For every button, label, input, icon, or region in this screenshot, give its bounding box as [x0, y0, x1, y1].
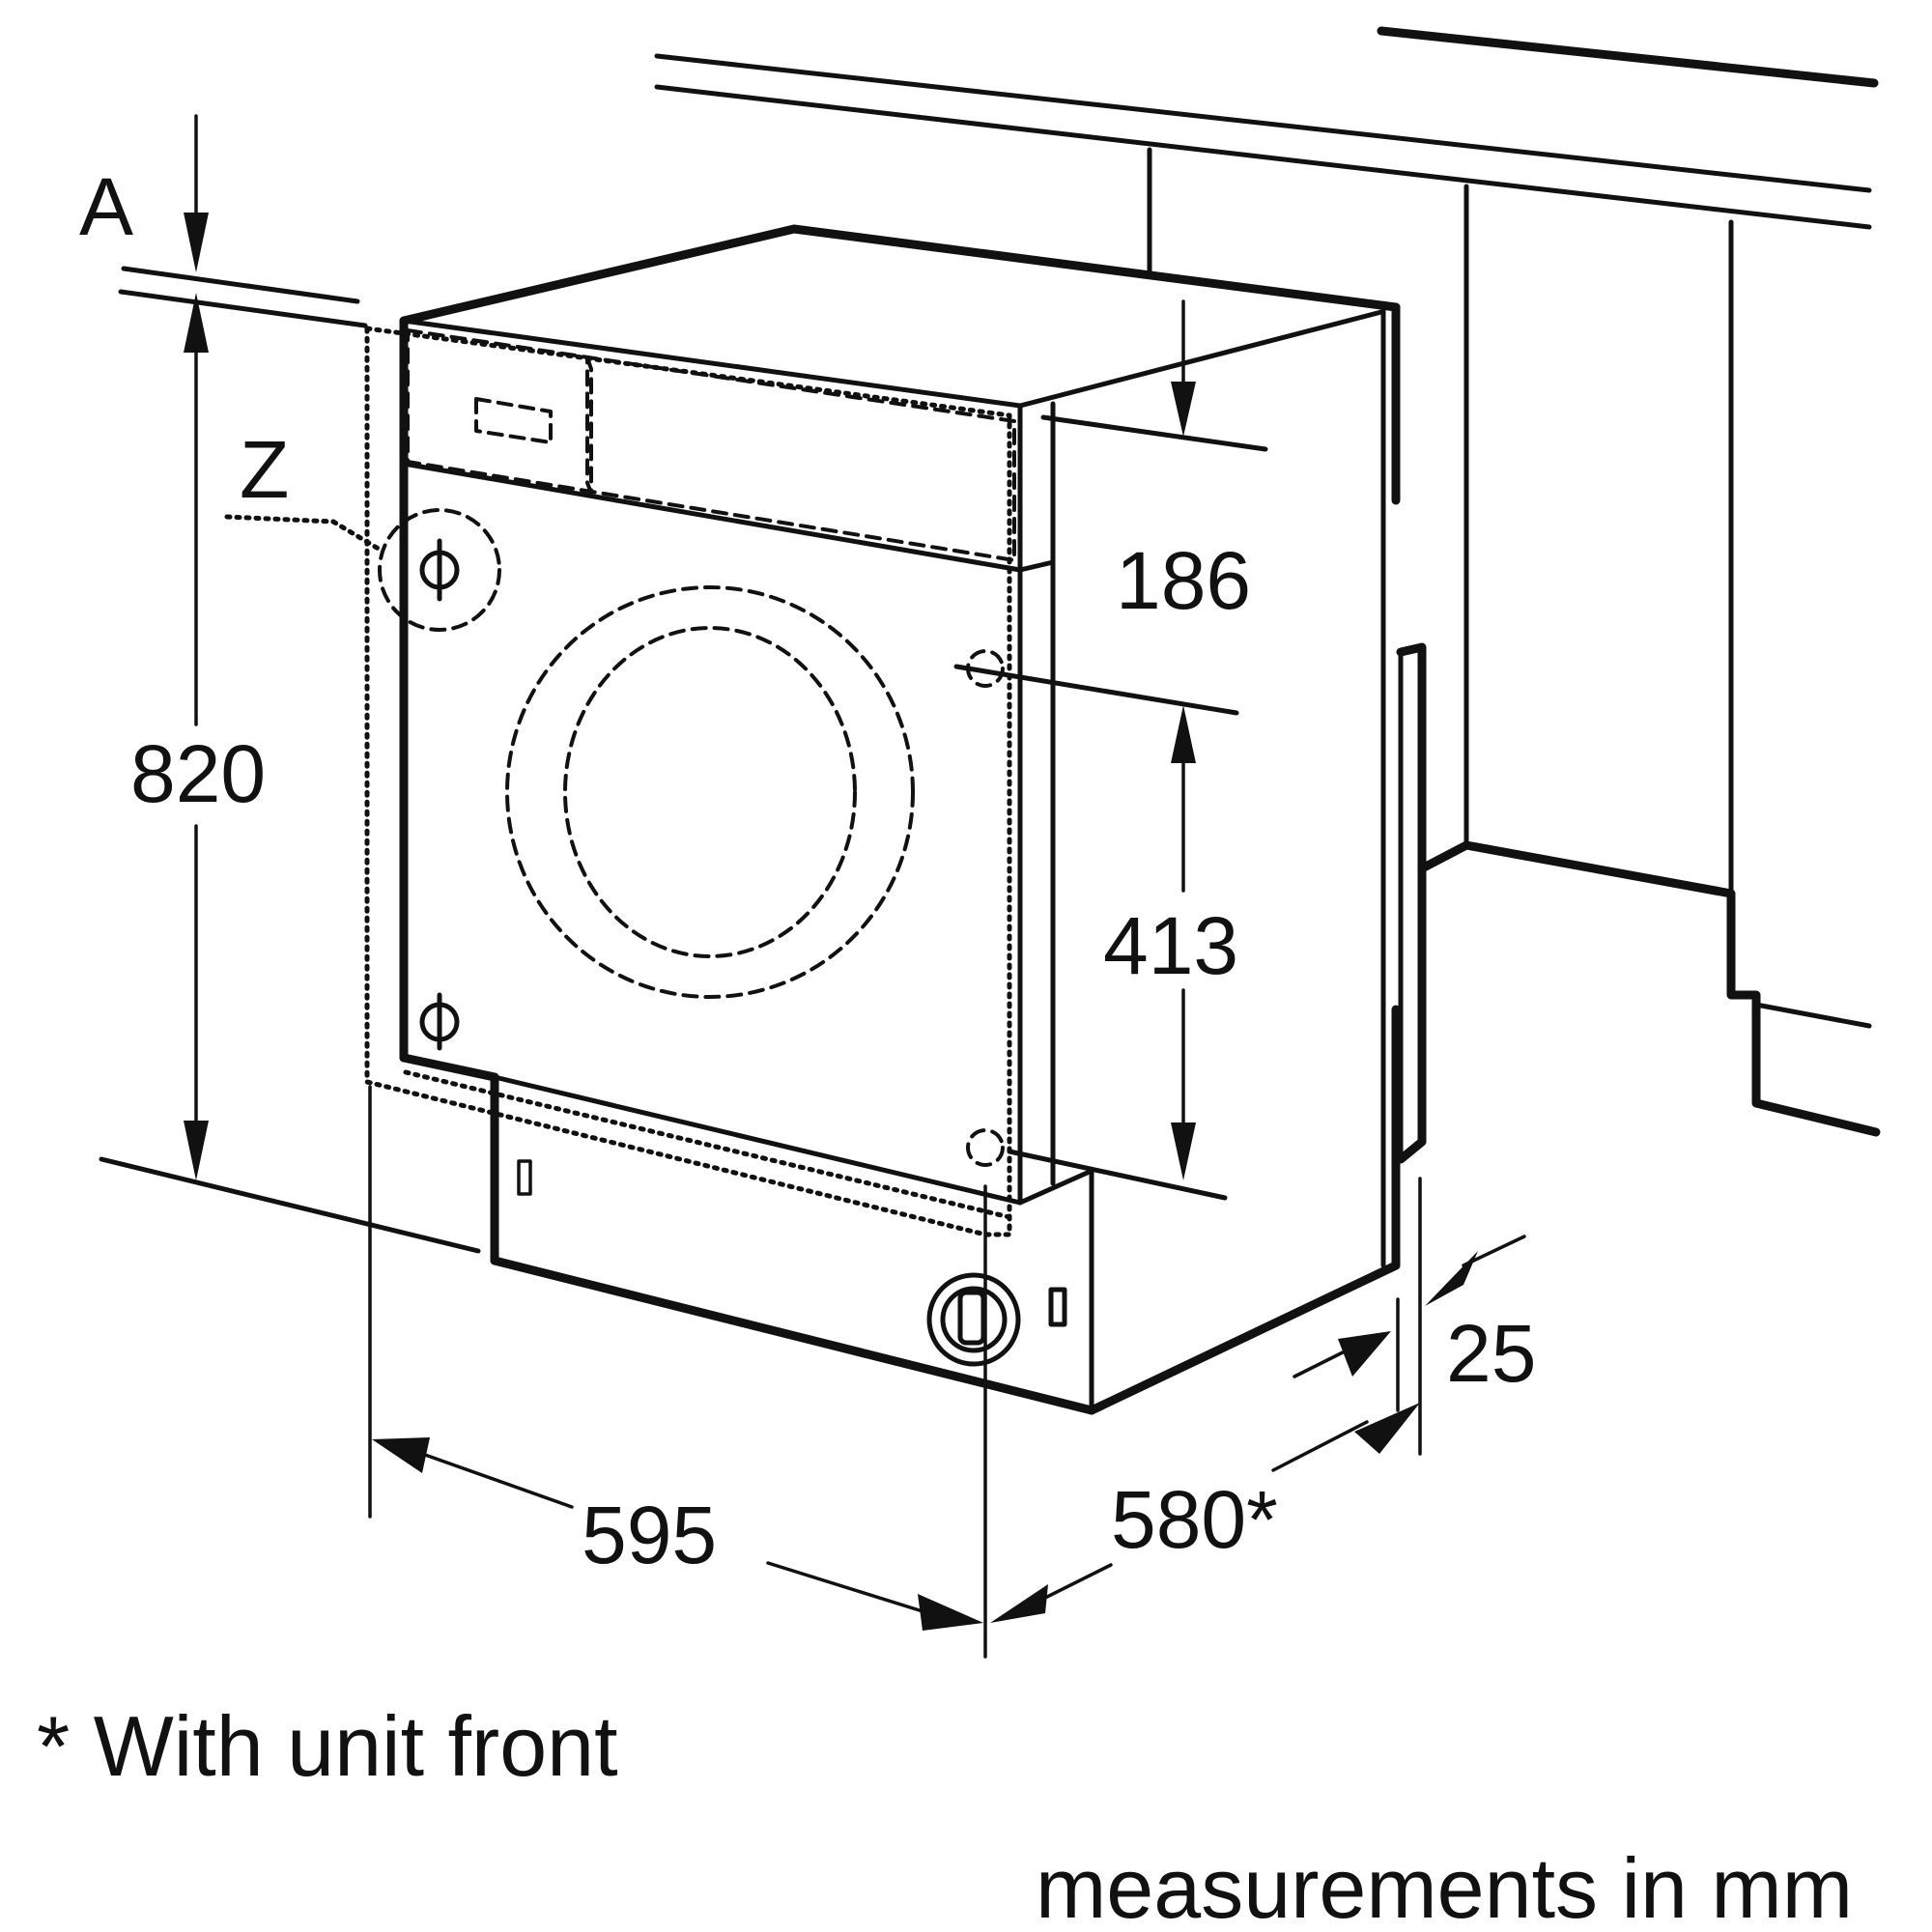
label-height: 820 — [130, 728, 266, 819]
label-width: 595 — [582, 1490, 717, 1580]
label-corner-z: Z — [240, 424, 289, 515]
label-depth: 580* — [1111, 1474, 1278, 1565]
label-door-zone: 413 — [1103, 900, 1238, 991]
label-gap: 25 — [1446, 1308, 1536, 1399]
units-note: measurements in mm — [1036, 1840, 1853, 1932]
washing-machine — [364, 224, 1427, 1415]
dimension-lines — [99, 114, 1526, 1659]
footnote: * With unit front — [37, 1698, 618, 1794]
label-top-panel: 186 — [1116, 535, 1251, 626]
cabinet-lines — [654, 26, 1881, 1137]
label-corner-a: A — [79, 161, 133, 252]
